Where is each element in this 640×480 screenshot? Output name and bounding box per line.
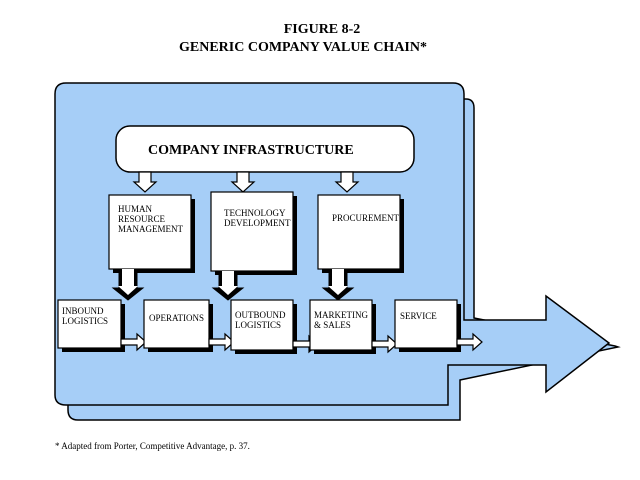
primary-box (230, 299, 294, 351)
primary-activity: SERVICE (394, 299, 483, 352)
down-arrow-highlight (118, 269, 138, 295)
infrastructure-arrows (132, 171, 360, 193)
support-box (317, 194, 401, 270)
down-arrow-icon (132, 171, 158, 193)
right-arrow-icon (208, 332, 235, 352)
right-arrow-icon (371, 334, 398, 354)
support-activity: PROCUREMENT (317, 194, 404, 301)
primary-box (143, 299, 210, 349)
primary-box (309, 299, 373, 351)
down-arrow-highlight (328, 269, 348, 295)
primary-box (394, 299, 458, 349)
support-label: PROCUREMENT (332, 213, 400, 223)
down-arrow-icon (230, 171, 256, 193)
support-box (108, 194, 192, 270)
infrastructure-box (115, 125, 415, 173)
primary-label: OPERATIONS (149, 313, 204, 323)
figure-number: FIGURE 8-2 (284, 22, 361, 37)
company-infrastructure: COMPANY INFRASTRUCTURE (115, 125, 415, 173)
primary-box (57, 299, 122, 349)
support-box (210, 191, 294, 272)
infrastructure-label: COMPANY INFRASTRUCTURE (148, 143, 354, 158)
right-arrow-icon (456, 332, 483, 352)
down-arrow-highlight (218, 271, 238, 295)
primary-activity: MARKETING& SALES (309, 299, 398, 354)
primary-activity: OPERATIONS (143, 299, 235, 352)
primary-label: SERVICE (400, 311, 437, 321)
right-arrow-icon (120, 332, 147, 352)
footnote: * Adapted from Porter, Competitive Advan… (55, 441, 250, 451)
figure-title: GENERIC COMPANY VALUE CHAIN* (179, 40, 427, 55)
down-arrow-icon (334, 171, 360, 193)
primary-label: MARKETING& SALES (314, 310, 368, 330)
